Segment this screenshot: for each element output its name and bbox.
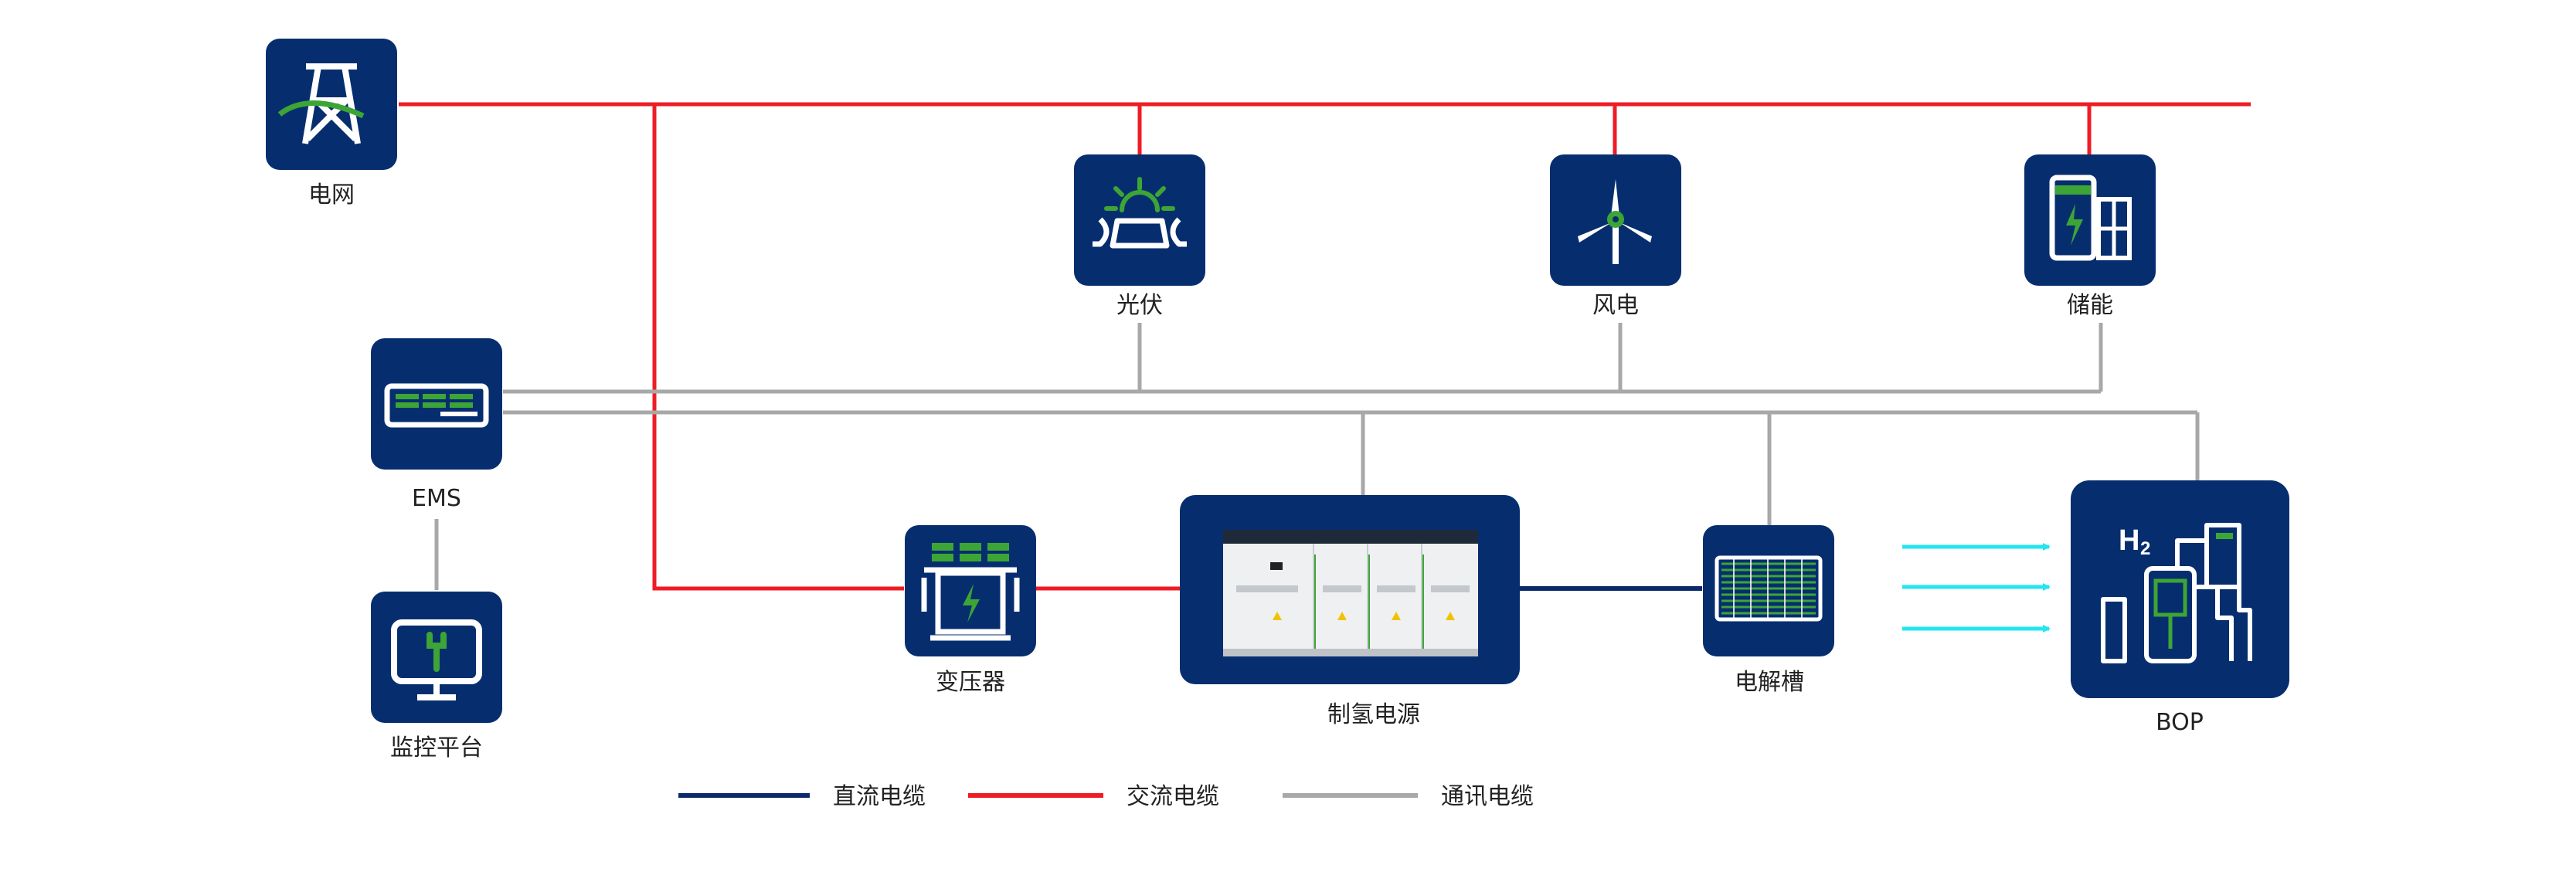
node-ems[interactable]: EMS (371, 338, 502, 512)
transformer-icon (921, 543, 1020, 641)
legend-dc-label: 直流电缆 (833, 783, 926, 810)
power-tower-icon (277, 63, 365, 144)
legend-ac-label: 交流电缆 (1127, 783, 1219, 810)
comm-cables (434, 323, 2200, 590)
grid-label: 电网 (308, 181, 355, 209)
transformer-label: 变压器 (936, 669, 1005, 696)
wind-turbine-icon (1578, 179, 1652, 264)
node-monitor[interactable]: 监控平台 (371, 592, 502, 761)
wind-label: 风电 (1592, 292, 1639, 319)
electrolyzer-icon (1715, 555, 1823, 622)
node-wind[interactable]: 风电 (1550, 154, 1681, 319)
ac-cables (399, 102, 2251, 591)
h2-symbol: H (2119, 524, 2139, 557)
monitor-label: 监控平台 (390, 734, 483, 761)
node-electrolyzer[interactable]: 电解槽 (1703, 525, 1834, 696)
bop-label: BOP (2156, 709, 2204, 736)
storage-label: 储能 (2067, 292, 2113, 319)
h2-subscript: 2 (2140, 538, 2150, 559)
node-transformer[interactable]: 变压器 (905, 525, 1036, 696)
node-grid[interactable]: 电网 (266, 39, 397, 209)
legend: 直流电缆 交流电缆 通讯电缆 (678, 783, 1534, 810)
electrolyzer-label: 电解槽 (1735, 669, 1804, 696)
power-supply-label: 制氢电源 (1327, 701, 1420, 728)
ac-to-transformer (652, 104, 904, 591)
battery-storage-icon (2049, 175, 2132, 261)
monitor-wrench-icon (391, 619, 482, 700)
pv-label: 光伏 (1116, 292, 1163, 319)
legend-comm-label: 通讯电缆 (1441, 783, 1534, 810)
node-bop[interactable]: H 2 BOP (2071, 480, 2289, 736)
cabinet-product-image (1223, 530, 1478, 656)
hydrogen-flow-arrows (1902, 543, 2051, 633)
ems-label: EMS (412, 485, 461, 512)
hydrogen-plant-icon: H 2 (2101, 523, 2252, 663)
node-pv[interactable]: 光伏 (1074, 154, 1205, 319)
ems-rack-icon (384, 383, 489, 428)
node-storage[interactable]: 储能 (2024, 154, 2156, 319)
solar-panel-icon (1093, 177, 1187, 249)
node-power-supply[interactable]: 制氢电源 (1180, 495, 1520, 728)
